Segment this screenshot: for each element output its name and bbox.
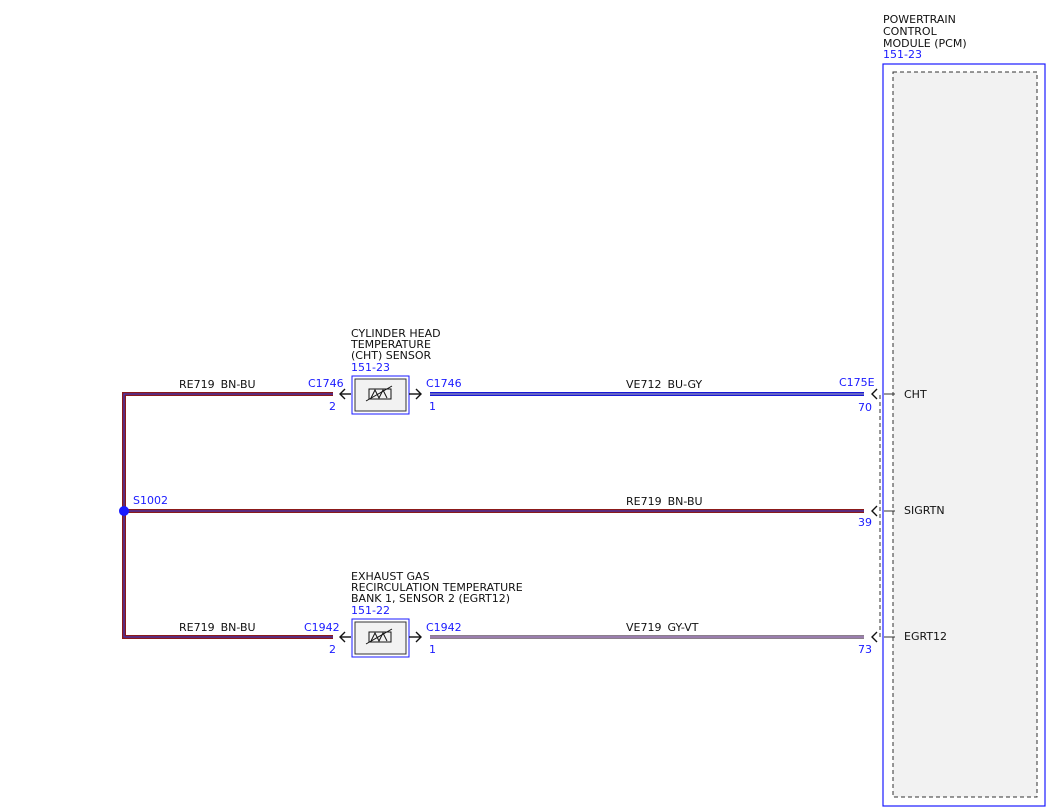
egrt-sensor-outline	[351, 618, 410, 658]
pcm-title-line-2: CONTROL	[883, 25, 938, 38]
thermistor-icon	[365, 385, 393, 402]
pcm-module: POWERTRAIN CONTROL MODULE (PCM) 151-23 C…	[839, 13, 1046, 807]
egrt-title-line-2: RECIRCULATION TEMPERATURE	[351, 581, 523, 594]
egrt-pin-right: 1	[429, 643, 436, 656]
egrt-connector-left: C1942	[304, 621, 340, 634]
terminal-arrow-icon	[871, 631, 878, 643]
cht-sensor: CYLINDER HEAD TEMPERATURE (CHT) SENSOR 1…	[308, 327, 462, 415]
wires	[122, 392, 864, 639]
pcm-pin-number-egrt12: 73	[858, 643, 872, 656]
cht-pin-left: 2	[329, 400, 336, 413]
cht-pin-right: 1	[429, 400, 436, 413]
pcm-pin-name-sigrtn: SIGRTN	[904, 504, 945, 517]
pcm-pin-name-egrt12: EGRT12	[904, 630, 947, 643]
wire-re719-loop-stripe	[123, 393, 333, 638]
egrt-pin-left: 2	[329, 643, 336, 656]
pcm-connector-label: C175E	[839, 376, 875, 389]
thermistor-icon	[365, 628, 393, 645]
splice-label: S1002	[133, 494, 168, 507]
pcm-title-line-1: POWERTRAIN	[883, 13, 956, 26]
pcm-ref: 151-23	[883, 48, 922, 61]
pcm-title-line-3: MODULE (PCM)	[883, 37, 967, 50]
pcm-pin-number-sigrtn: 39	[858, 516, 872, 529]
cht-connector-right: C1746	[426, 377, 462, 390]
cht-sensor-outline	[351, 375, 410, 415]
terminal-arrow-icon	[871, 505, 878, 517]
egrt-title-line-3: BANK 1, SENSOR 2 (EGRT12)	[351, 592, 510, 605]
cht-connector-left: C1746	[308, 377, 344, 390]
egrt-title-line-1: EXHAUST GAS	[351, 570, 430, 583]
cht-title-line-1: CYLINDER HEAD	[351, 327, 441, 340]
pcm-interior	[892, 71, 1038, 798]
wire-re719-loop	[122, 392, 333, 639]
cht-title-line-3: (CHT) SENSOR	[351, 349, 432, 362]
splice-point	[119, 506, 129, 516]
cht-ref: 151-23	[351, 361, 390, 374]
pcm-pin-name-cht: CHT	[904, 388, 927, 401]
cht-title-line-2: TEMPERATURE	[350, 338, 431, 351]
connector-arrows	[339, 388, 878, 643]
terminal-arrow-icon	[871, 388, 878, 400]
pcm-pin-number-cht: 70	[858, 401, 872, 414]
egrt-ref: 151-22	[351, 604, 390, 617]
egrt-connector-right: C1942	[426, 621, 462, 634]
egrt-sensor: EXHAUST GAS RECIRCULATION TEMPERATURE BA…	[304, 570, 523, 658]
pcm-outline	[882, 63, 1046, 807]
